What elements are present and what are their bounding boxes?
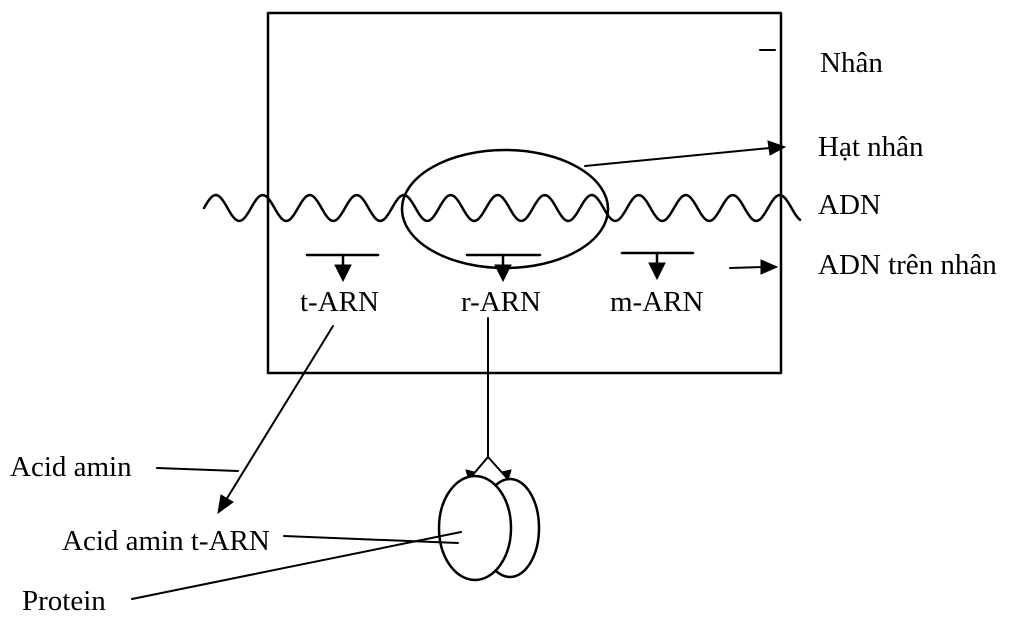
- amino-acid-leader-line: [156, 467, 239, 472]
- trna-arrow-line: [225, 325, 334, 501]
- rrna-fork-left: [470, 456, 489, 478]
- amino-acid-label: Acid amin: [10, 451, 132, 483]
- dna-outside-arrowhead: [760, 259, 779, 275]
- nucleolus-ellipse: [400, 148, 610, 270]
- protein-leader-line: [131, 531, 462, 600]
- rrna-gene-arrowhead: [494, 264, 512, 283]
- aminoacyl-trna-leader-line: [283, 535, 459, 544]
- protein-label: Protein: [22, 585, 106, 617]
- dna-outside-arrow-line: [729, 266, 764, 269]
- trna-gene-arrowhead: [334, 264, 352, 283]
- trna-arrowhead: [217, 494, 234, 515]
- rrna-fork-right-head: [501, 469, 512, 482]
- dna-label: ADN: [818, 189, 881, 221]
- dna-outside-nucleus-label: ADN trên nhân: [818, 249, 997, 281]
- trna-label: t-ARN: [300, 286, 379, 318]
- mrna-gene-arrowhead: [648, 262, 666, 281]
- nucleus-box: [266, 11, 783, 375]
- aminoacyl-trna-label: Acid amin t-ARN: [62, 525, 270, 557]
- mrna-label: m-ARN: [610, 286, 704, 318]
- nucleolus-arrowhead: [767, 140, 787, 156]
- ribosome-small-subunit: [437, 474, 513, 582]
- dna-strand: [202, 193, 802, 223]
- nucleus-label: Nhân: [820, 47, 883, 79]
- rrna-label: r-ARN: [461, 286, 541, 318]
- nucleolus-arrow-line: [584, 147, 771, 167]
- nucleolus-label: Hạt nhân: [818, 131, 924, 163]
